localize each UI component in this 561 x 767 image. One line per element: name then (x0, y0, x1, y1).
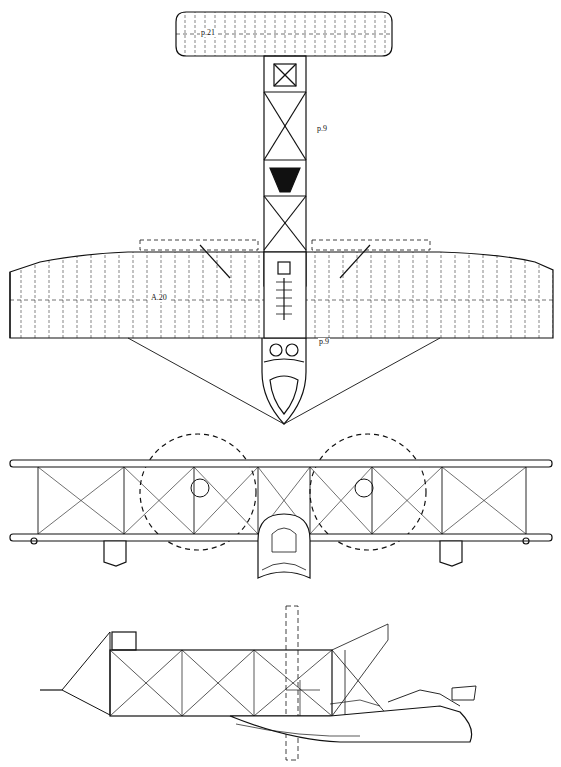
callout-label: p.9 (316, 125, 328, 133)
callout-label: p.9 (318, 338, 330, 346)
plan-view (10, 12, 553, 424)
front-view (10, 434, 552, 578)
callout-label: p.21 (200, 29, 216, 37)
side-view (40, 606, 476, 760)
callout-label: A.20 (150, 294, 168, 302)
